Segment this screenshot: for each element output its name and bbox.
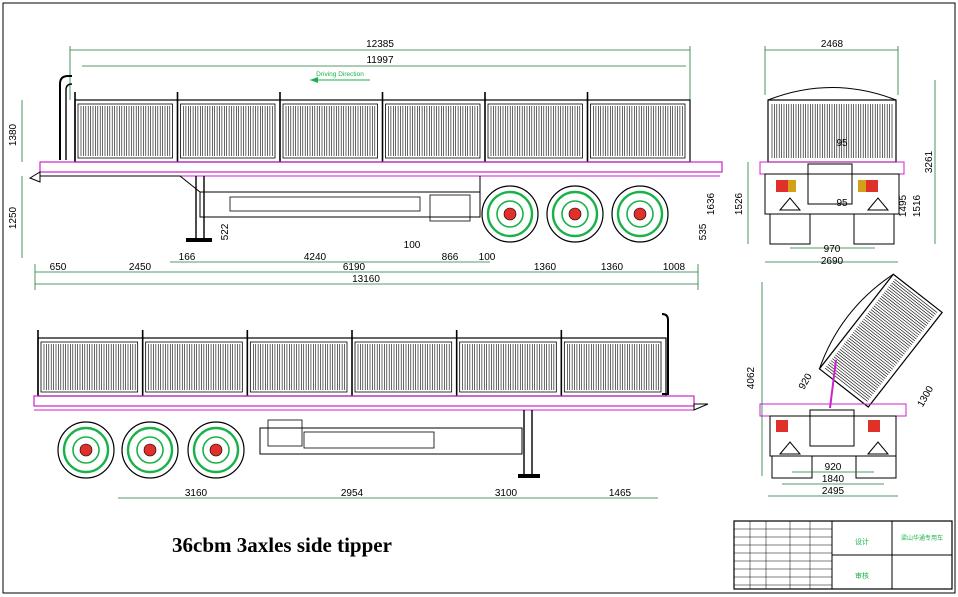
dim-lower-2954: 2954 <box>341 488 364 499</box>
dim-6190: 6190 <box>343 262 366 273</box>
dim-2450: 2450 <box>129 262 152 273</box>
dim-body-height: 1380 <box>8 123 19 146</box>
wheels-side-view <box>481 185 669 243</box>
driving-direction-label: Driving Direction <box>316 71 364 78</box>
dim-rear-height: 3261 <box>924 150 935 173</box>
dim-rear-1495: 1495 <box>898 194 909 217</box>
dim-tipped-920: 920 <box>797 371 815 391</box>
dim-rear-track: 970 <box>824 244 841 255</box>
dim-tipped-2495: 2495 <box>822 486 845 497</box>
side-view: 12385 11997 Driving Direction 1380 1250 <box>8 39 723 290</box>
dim-lower-3160: 3160 <box>185 488 208 499</box>
dim-rear-95-a: 95 <box>836 138 848 149</box>
dim-rear-1516: 1516 <box>912 194 923 217</box>
dim-866: 866 <box>442 252 459 263</box>
tipped-view: 4062 920 1300 920 1840 2495 <box>746 273 943 497</box>
dim-fifthwheel-height: 1250 <box>8 206 19 229</box>
dim-1360-a: 1360 <box>534 262 557 273</box>
side-panels <box>74 92 686 162</box>
dim-rear-95-b: 95 <box>836 198 848 209</box>
rear-view: 2468 1526 3261 1495 1516 95 95 970 2690 <box>734 39 936 267</box>
dim-650: 650 <box>50 262 67 273</box>
dim-535: 535 <box>698 223 709 240</box>
side-view-lower: 3160 2954 3100 1465 <box>33 313 709 499</box>
dim-rear-bottom: 2690 <box>821 256 844 267</box>
dim-166: 166 <box>179 252 196 263</box>
dim-lower-3100: 3100 <box>495 488 518 499</box>
title-block-company: 梁山华通专用车 <box>901 534 943 542</box>
dim-1636: 1636 <box>706 192 717 215</box>
title-block-label-a: 设计 <box>855 537 869 546</box>
dim-1008: 1008 <box>663 262 686 273</box>
dim-rear-left: 1526 <box>734 192 745 215</box>
dim-body-length: 11997 <box>366 55 394 66</box>
dim-100-a: 100 <box>404 240 421 251</box>
drawing-title: 36cbm 3axles side tipper <box>172 533 392 557</box>
dim-rear-width: 2468 <box>821 39 844 50</box>
title-block: 设计 审核 梁山华通专用车 <box>733 520 953 590</box>
dim-tipped-920-b: 920 <box>825 462 842 473</box>
dim-1360-b: 1360 <box>601 262 624 273</box>
title-block-label-b: 审核 <box>855 571 869 580</box>
dim-tipped-1840: 1840 <box>822 474 845 485</box>
dim-100-b: 100 <box>479 252 496 263</box>
dim-lower-1465: 1465 <box>609 488 632 499</box>
dim-total-length: 13160 <box>352 274 380 285</box>
dim-landing-gear: 522 <box>220 223 231 240</box>
dim-4240: 4240 <box>304 252 327 263</box>
dim-overall-length: 12385 <box>366 39 394 50</box>
dim-tipped-height: 4062 <box>746 366 757 389</box>
dim-tipped-1300: 1300 <box>916 384 937 409</box>
